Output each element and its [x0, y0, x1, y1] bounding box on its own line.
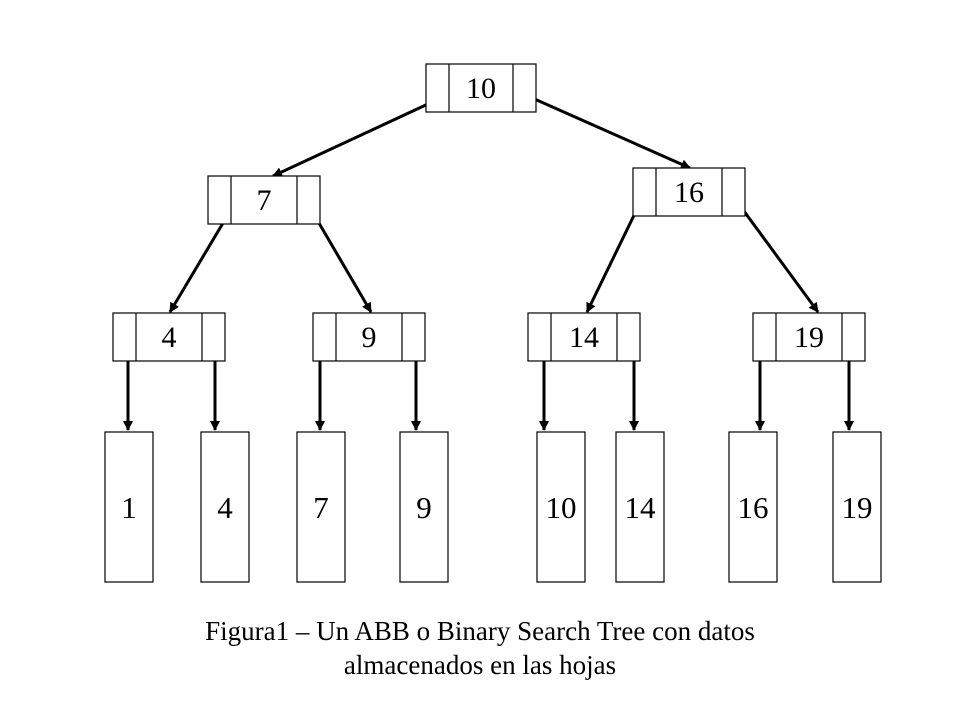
leaf-box: [615, 431, 665, 583]
node-key-label: 14: [569, 321, 599, 354]
figure-caption: Figura1 – Un ABB o Binary Search Tree co…: [0, 614, 960, 682]
leaf-19: 19: [832, 431, 882, 583]
node-key-label: 9: [362, 321, 377, 354]
leaf-value-label: 4: [217, 490, 233, 525]
caption-line-2: almacenados en las hojas: [343, 650, 617, 680]
node-box: [527, 312, 641, 362]
leaf-box: [399, 431, 449, 583]
node-box: [112, 312, 226, 362]
leaf-box: [728, 431, 778, 583]
caption-line-1: Figura1 – Un ABB o Binary Search Tree co…: [205, 616, 755, 646]
tree-node-16: 16: [632, 167, 746, 217]
leaf-value-label: 1: [121, 490, 137, 525]
leaf-value-label: 19: [842, 490, 873, 525]
leaf-value-label: 14: [625, 490, 657, 525]
leaf-value-label: 10: [546, 490, 577, 525]
node-key-label: 19: [794, 321, 824, 354]
leaf-16: 16: [728, 431, 778, 583]
tree-node-14: 14: [527, 312, 641, 362]
leaf-10: 10: [536, 431, 586, 583]
leaf-box: [200, 431, 250, 583]
edge-arrow-n16-n14: [585, 202, 642, 313]
tree-node-4: 4: [112, 312, 226, 362]
tree-node-10: 10: [425, 63, 537, 113]
leaf-1: 1: [104, 431, 154, 583]
edge-arrow-n10-n16: [529, 95, 691, 170]
leaf-value-label: 16: [738, 490, 769, 525]
leaf-14: 14: [615, 431, 665, 583]
leaf-value-label: 9: [416, 490, 432, 525]
edge-arrow-n7-n9: [314, 217, 373, 313]
leaf-7: 7: [296, 431, 346, 583]
node-key-label: 7: [257, 184, 272, 217]
node-box: [752, 312, 866, 362]
edge-arrow-n10-n7: [272, 95, 444, 178]
edge-arrow-n16-n19: [736, 202, 820, 313]
node-box: [312, 312, 426, 362]
tree-node-7: 7: [207, 175, 321, 225]
node-box: [632, 167, 746, 217]
node-key-label: 10: [466, 72, 496, 105]
node-box: [425, 63, 537, 113]
leaf-box: [296, 431, 346, 583]
leaf-9: 9: [399, 431, 449, 583]
tree-node-9: 9: [312, 312, 426, 362]
leaf-box: [104, 431, 154, 583]
leaf-box: [536, 431, 586, 583]
leaf-box: [832, 431, 882, 583]
leaf-4: 4: [200, 431, 250, 583]
tree-node-19: 19: [752, 312, 866, 362]
node-box: [207, 175, 321, 225]
node-key-label: 4: [162, 321, 177, 354]
edge-arrow-n7-n4: [168, 217, 228, 313]
node-key-label: 16: [674, 176, 704, 209]
leaf-value-label: 7: [313, 490, 329, 525]
